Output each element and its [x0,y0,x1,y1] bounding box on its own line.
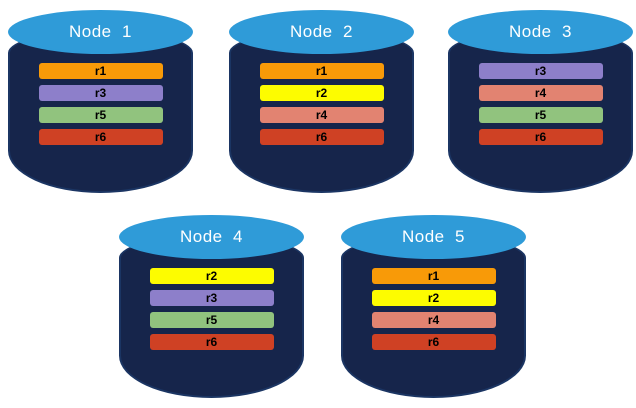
replica-bar[interactable]: r1 [38,63,163,79]
replica-bar[interactable]: r5 [38,107,163,123]
replica-bar[interactable]: r1 [371,268,496,284]
replica-bar[interactable]: r2 [149,268,274,284]
replica-bar[interactable]: r6 [38,129,163,145]
node-label: Node 2 [289,22,354,41]
database-node[interactable]: Node 5 r1 r2 r4 r6 [341,213,526,398]
cylinder-top-ellipse [341,215,526,259]
cylinder-top-ellipse [448,10,633,54]
node-label: Node 3 [508,22,573,41]
replica-bar[interactable]: r2 [371,290,496,306]
replica-bar[interactable]: r2 [259,85,384,101]
database-node[interactable]: Node 1 r1 r3 r5 r6 [8,8,193,193]
node-label: Node 5 [401,227,466,246]
replica-bar[interactable]: r3 [478,63,603,79]
node-label: Node 4 [179,227,244,246]
cylinder-top-ellipse [119,215,304,259]
cylinder-top-ellipse [229,10,414,54]
database-node[interactable]: Node 2 r1 r2 r4 r6 [229,8,414,193]
replica-bar[interactable]: r5 [478,107,603,123]
replica-list: r1 r3 r5 r6 [8,63,193,145]
replica-bar[interactable]: r4 [371,312,496,328]
database-node[interactable]: Node 4 r2 r3 r5 r6 [119,213,304,398]
cylinder-top-ellipse [8,10,193,54]
replica-bar[interactable]: r4 [478,85,603,101]
replica-bar[interactable]: r4 [259,107,384,123]
replica-list: r1 r2 r4 r6 [229,63,414,145]
replica-list: r3 r4 r5 r6 [448,63,633,145]
replica-bar[interactable]: r3 [149,290,274,306]
replica-bar[interactable]: r6 [478,129,603,145]
database-node[interactable]: Node 3 r3 r4 r5 r6 [448,8,633,193]
replica-bar[interactable]: r5 [149,312,274,328]
replica-bar[interactable]: r1 [259,63,384,79]
replica-bar[interactable]: r3 [38,85,163,101]
replica-list: r1 r2 r4 r6 [341,268,526,350]
replica-bar[interactable]: r6 [259,129,384,145]
replica-list: r2 r3 r5 r6 [119,268,304,350]
node-label: Node 1 [68,22,133,41]
replica-bar[interactable]: r6 [371,334,496,350]
replica-bar[interactable]: r6 [149,334,274,350]
